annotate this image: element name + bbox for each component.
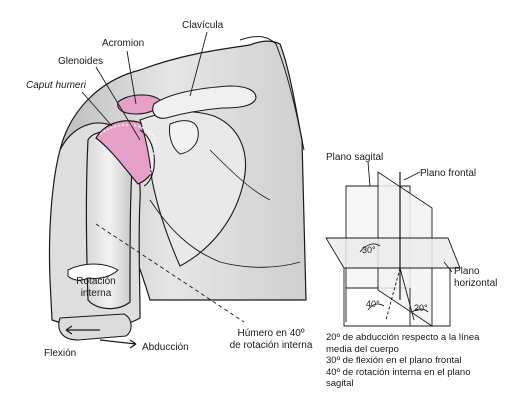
label-plano-sagital: Plano sagital xyxy=(326,152,384,163)
label-plano-horizontal: Plano horizontal xyxy=(454,266,497,290)
arc-20 xyxy=(411,308,429,313)
muscle-contour-2 xyxy=(209,149,271,201)
abduction-arrow-icon xyxy=(99,339,137,349)
planes-diagram xyxy=(325,161,461,327)
position-notes: 20º de abducción respecto a la línea med… xyxy=(326,332,479,390)
label-humero-line2: de rotación interna xyxy=(229,340,313,351)
forearm-shape xyxy=(58,313,132,341)
joint-outline xyxy=(99,124,157,177)
coracoid-process xyxy=(169,120,199,155)
label-abduccion: Abducción xyxy=(142,342,189,353)
angle-20-label: 20° xyxy=(414,303,428,313)
leader-lines xyxy=(81,31,245,323)
horizontal-plane xyxy=(325,237,461,269)
note-line-3: 30º de flexión en el plano frontal xyxy=(326,355,462,366)
note-line-2: media del cuerpo xyxy=(326,343,399,355)
clavicle-bone xyxy=(152,85,257,119)
note-line-4: 40º de rotación interna en el plano xyxy=(326,366,471,378)
glenoid-cavity xyxy=(139,129,155,187)
label-rotacion-interna: Rotación interna xyxy=(66,276,126,300)
label-glenoides: Glenoides xyxy=(58,56,104,67)
label-plano-horizontal-line1: Plano xyxy=(454,266,480,277)
label-clavicula: Clavícula xyxy=(182,20,224,31)
scapula xyxy=(139,111,247,267)
label-rotacion-line2: interna xyxy=(80,288,112,299)
note-line-1: 20º de abducción respecto a la línea xyxy=(326,332,480,343)
label-caput-humeri: Caput humeri xyxy=(26,80,87,91)
abduction-direction xyxy=(385,267,401,321)
label-humero-line1: Húmero en 40º xyxy=(237,328,305,339)
note-line-5: sagital xyxy=(326,378,354,389)
back-edge xyxy=(239,36,305,151)
label-plano-frontal: Plano frontal xyxy=(420,168,477,179)
label-rotacion-line1: Rotación xyxy=(76,276,116,287)
label-plano-horizontal-line2: horizontal xyxy=(454,278,498,289)
lower-box xyxy=(343,267,451,327)
arc-30 xyxy=(359,243,381,253)
rotation-direction xyxy=(399,267,415,321)
label-acromion: Acromion xyxy=(102,38,145,49)
muscle-contour xyxy=(149,199,301,268)
flexion-arrow-icon xyxy=(65,325,100,335)
rotation-arrow-shape xyxy=(67,263,119,281)
angle-30-label: 30° xyxy=(362,245,376,255)
angle-40-label: 40° xyxy=(366,299,380,309)
label-humero: Húmero en 40º de rotación interna xyxy=(216,328,326,352)
arc-40 xyxy=(367,303,385,311)
label-flexion: Flexión xyxy=(44,348,77,359)
